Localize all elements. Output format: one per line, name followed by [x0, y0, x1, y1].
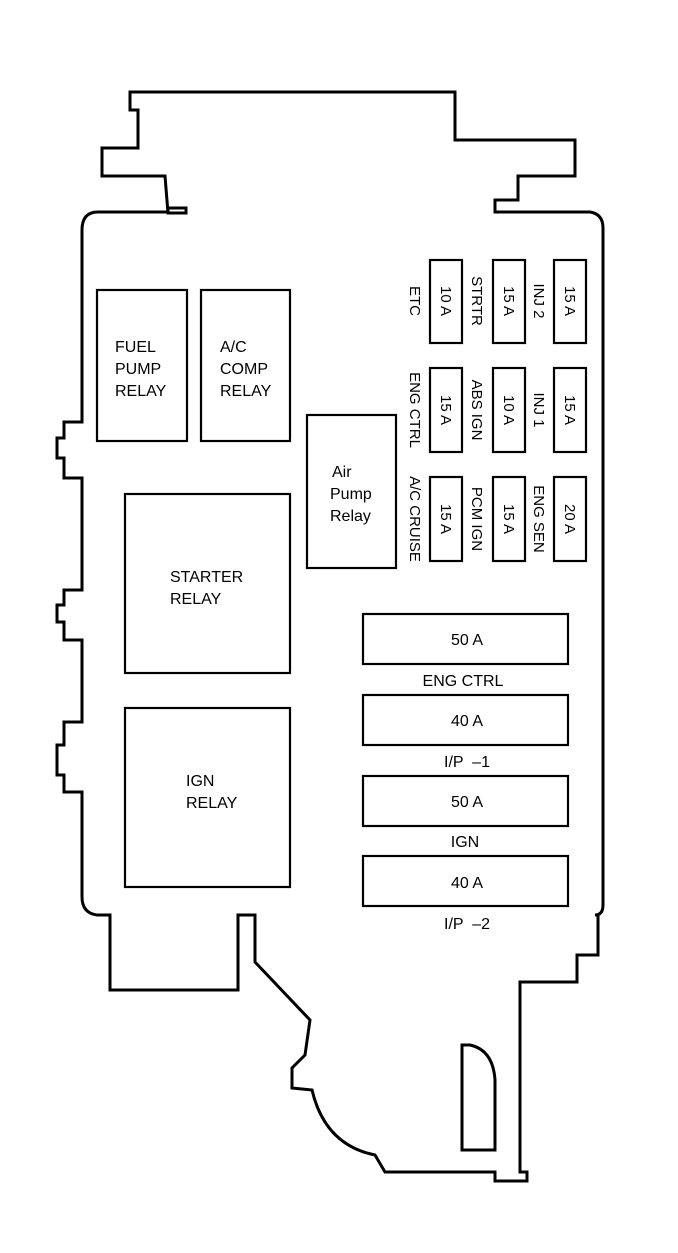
fuse-strtr-name: STRTR [468, 276, 485, 326]
svg-text:RELAY: RELAY [220, 383, 272, 400]
maxi-fuse-ip-2-amp: 40 A [451, 875, 483, 892]
ac-comp-relay: A/C COMP RELAY [199, 288, 292, 443]
maxi-fuse-ip-1-name: I/P –1 [444, 754, 490, 771]
ign-relay-label-2: RELAY [186, 795, 238, 812]
svg-text:RELAY: RELAY [115, 383, 167, 400]
air-pump-relay-label-1: Air [332, 464, 352, 481]
maxi-fuse-ign-name: IGN [451, 834, 479, 851]
fuel-pump-relay-label-3: RELAY [115, 383, 167, 400]
fuse-inj2-name: INJ 2 [530, 283, 547, 318]
air-pump-relay: Air Pump Relay [305, 413, 398, 570]
svg-text:Pump: Pump [330, 486, 372, 503]
mini-fuse-row-1: 10 A ETC 15 A STRTR 15 A INJ 2 [406, 258, 588, 345]
fuse-abs-ign-amp: 10 A [500, 395, 517, 425]
fuse-eng-ctrl-name: ENG CTRL [406, 372, 423, 448]
starter-relay-label-2: RELAY [170, 591, 222, 608]
fuse-strtr-amp: 15 A [500, 286, 517, 316]
fuse-abs-ign-name: ABS IGN [468, 380, 485, 441]
maxi-fuse-ip-1: 40 A I/P –1 [361, 693, 570, 771]
fuse-ac-cruise-amp: 15 A [437, 504, 454, 534]
maxi-fuse-ign: 50 A IGN [361, 774, 570, 851]
ac-comp-relay-label-3: RELAY [220, 383, 272, 400]
fuse-ac-cruise-name: A/C CRUISE [406, 476, 423, 562]
fuse-inj2-amp: 15 A [561, 286, 578, 316]
maxi-fuse-ip-2: 40 A I/P –2 [361, 854, 570, 933]
svg-text:RELAY: RELAY [170, 591, 222, 608]
maxi-fuse-ip-2-name: I/P –2 [444, 916, 490, 933]
fuse-etc-amp: 10 A [437, 286, 454, 316]
ign-relay-label-1: IGN [186, 773, 214, 790]
fuse-eng-ctrl-amp: 15 A [437, 395, 454, 425]
svg-text:A/C: A/C [220, 339, 247, 356]
fuse-etc-name: ETC [406, 286, 423, 316]
fuel-pump-relay-label-1: FUEL [115, 339, 156, 356]
svg-text:Air: Air [332, 464, 352, 481]
fuse-inj1-amp: 15 A [561, 395, 578, 425]
maxi-fuse-ip-1-amp: 40 A [451, 713, 483, 730]
svg-text:RELAY: RELAY [186, 795, 238, 812]
ac-comp-relay-label-1: A/C [220, 339, 247, 356]
fuse-eng-sen-amp: 20 A [561, 504, 578, 534]
mini-fuse-row-2: 15 A ENG CTRL 10 A ABS IGN 15 A INJ 1 [406, 366, 588, 454]
mini-fuse-row-3: 15 A A/C CRUISE 15 A PCM IGN 20 A ENG SE… [406, 475, 588, 563]
fuel-pump-relay-label-2: PUMP [115, 361, 161, 378]
air-pump-relay-label-3: Relay [330, 508, 371, 525]
maxi-fuse-ign-amp: 50 A [451, 794, 483, 811]
fuse-box-housing [55, 90, 605, 1183]
maxi-fuse-eng-ctrl: 50 A ENG CTRL [361, 612, 570, 690]
fuse-inj1-name: INJ 1 [530, 392, 547, 427]
svg-text:IGN: IGN [186, 773, 214, 790]
svg-text:COMP: COMP [220, 361, 268, 378]
air-pump-relay-label-2: Pump [330, 486, 372, 503]
ac-comp-relay-label-2: COMP [220, 361, 268, 378]
fuse-pcm-ign-amp: 15 A [500, 504, 517, 534]
fuel-pump-relay: FUEL PUMP RELAY [95, 288, 189, 443]
starter-relay: STARTER RELAY [123, 492, 292, 675]
ign-relay: IGN RELAY [123, 706, 292, 889]
maxi-fuse-eng-ctrl-name: ENG CTRL [423, 673, 504, 690]
svg-text:STARTER: STARTER [170, 569, 243, 586]
svg-text:FUEL: FUEL [115, 339, 156, 356]
fuse-pcm-ign-name: PCM IGN [468, 487, 485, 551]
svg-text:PUMP: PUMP [115, 361, 161, 378]
maxi-fuse-eng-ctrl-amp: 50 A [451, 632, 483, 649]
starter-relay-label-1: STARTER [170, 569, 243, 586]
housing-latch [460, 1043, 497, 1152]
fuse-eng-sen-name: ENG SEN [530, 485, 547, 553]
svg-text:Relay: Relay [330, 508, 371, 525]
